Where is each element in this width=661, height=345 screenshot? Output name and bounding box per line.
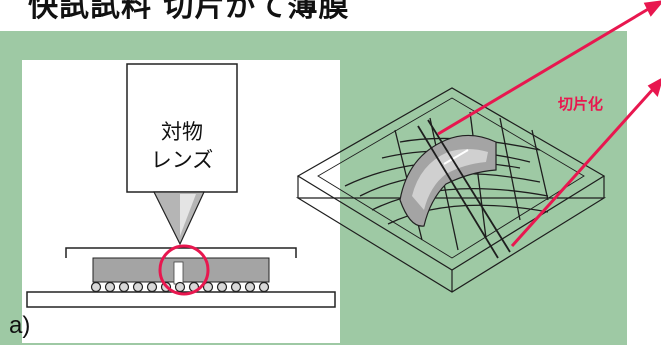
slice-label: 切片化 — [558, 95, 604, 113]
objective-lens-tip-highlight — [180, 194, 196, 236]
highlight-circle — [158, 244, 210, 296]
slice-arrows — [437, 0, 661, 248]
sample-notch — [173, 261, 184, 285]
sample-slit — [443, 149, 469, 165]
slice-cut-lines — [417, 119, 511, 259]
lens-label-line-1: 対物 — [161, 120, 203, 144]
transparent-block — [295, 87, 607, 293]
page-title: 快試試料 切片がて薄膜 — [28, 0, 350, 24]
base-slide — [26, 291, 336, 308]
sample-surface-highlight — [412, 149, 488, 210]
panel-label: a) — [9, 312, 31, 339]
objective-lens-label: 対物 レンズ — [127, 118, 237, 174]
bead-row — [90, 281, 270, 293]
lens-label-line-2: レンズ — [150, 148, 214, 172]
sample-holder-bracket — [65, 247, 297, 258]
